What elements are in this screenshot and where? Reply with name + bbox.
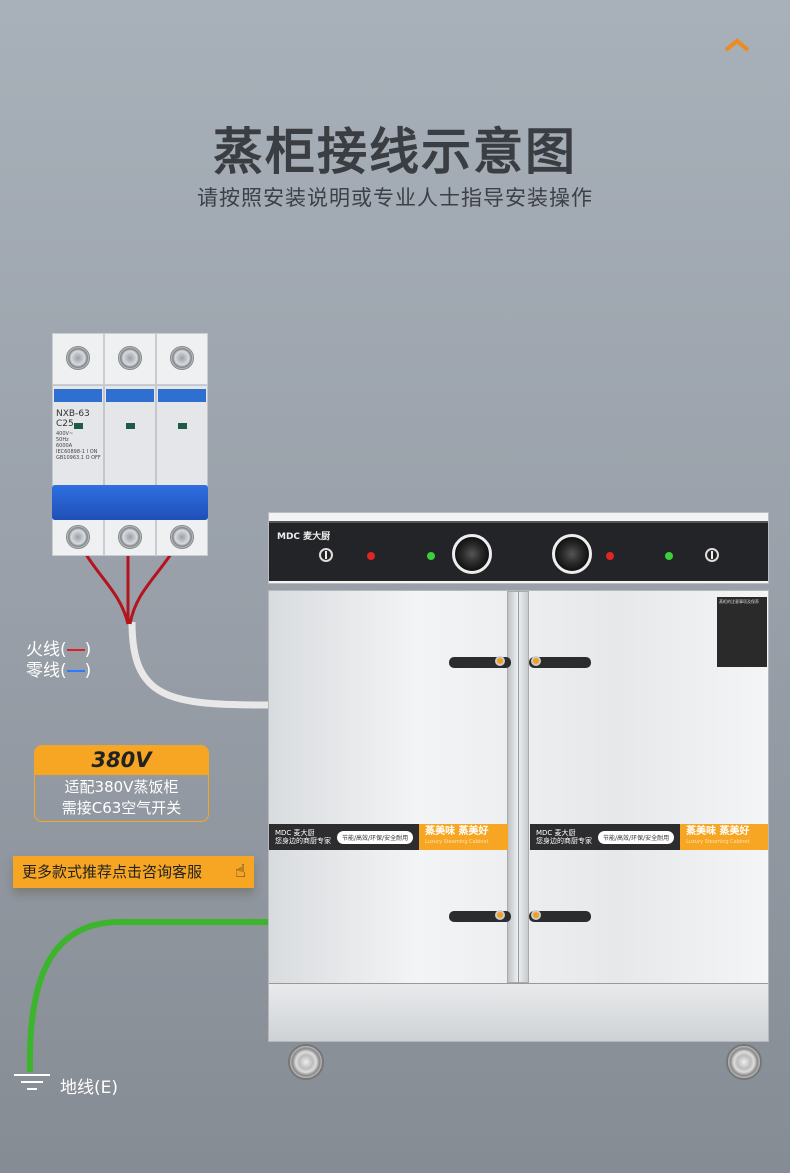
door-handle[interactable] — [529, 657, 591, 668]
door-banner: MDC 麦大厨您身边的商厨专家节能/高效/环保/安全耐用 蒸美味 蒸美好 Luxu… — [530, 824, 768, 850]
band-slogan-en: Luxury Steaming Cabinet — [425, 839, 489, 845]
ground-wire — [26, 919, 268, 1073]
breaker-off-label: O OFF — [85, 455, 101, 461]
pointing-hand-icon: ☝ — [235, 861, 246, 882]
voltage-title: 380V — [35, 746, 208, 775]
wire-legend: 火线() 零线() — [26, 640, 91, 682]
cabinet-base — [269, 983, 768, 1041]
door-handle[interactable] — [449, 657, 511, 668]
chevron-up-icon[interactable] — [724, 38, 750, 52]
voltage-line2: 需接C63空气开关 — [61, 799, 182, 817]
power-switch-right[interactable] — [705, 548, 719, 562]
paren: ) — [84, 661, 92, 681]
page-title: 蒸柜接线示意图 — [213, 123, 577, 181]
band-features: 节能/高效/环保/安全耐用 — [337, 830, 414, 844]
latch — [495, 910, 505, 920]
paren: ) — [84, 640, 92, 660]
band-features: 节能/高效/环保/安全耐用 — [598, 830, 675, 844]
band-slogan: 蒸美味 蒸美好 — [686, 826, 750, 837]
live-swatch — [66, 649, 85, 651]
breaker-spec: 400V~ — [56, 431, 74, 437]
indicator-green — [665, 552, 673, 560]
breaker-spec: 50Hz — [56, 437, 69, 443]
neutral-legend: 零线() — [26, 661, 91, 682]
caster-wheel — [726, 1044, 762, 1080]
brand-logo: MDC 麦大厨 — [277, 532, 331, 542]
ground-label: 地线(E) — [60, 1078, 119, 1098]
indicator-red — [606, 552, 614, 560]
caster-wheel — [288, 1044, 324, 1080]
door-seam — [518, 591, 519, 983]
breaker-spec: IEC60898-1 — [56, 449, 86, 455]
breaker-model: NXB-63 — [56, 409, 90, 419]
page-subtitle: 请按照安装说明或专业人士指导安装操作 — [197, 186, 593, 210]
timer-dial-left[interactable] — [452, 534, 492, 574]
breaker-on-label: I ON — [86, 449, 98, 455]
timer-dial-right[interactable] — [552, 534, 592, 574]
breaker-spec: 6000A — [56, 443, 73, 449]
door-banner: MDC 麦大厨您身边的商厨专家节能/高效/环保/安全耐用 蒸美味 蒸美好 Luxu… — [269, 824, 508, 850]
voltage-info-box: 380V 适配380V蒸饭柜需接C63空气开关 — [34, 745, 209, 822]
voltage-line1: 适配380V蒸饭柜 — [64, 778, 179, 796]
band-brand: MDC 麦大厨 — [275, 829, 315, 837]
indicator-red — [367, 552, 375, 560]
breaker-toggle — [52, 485, 208, 520]
notice-label: 蒸柜的注意事项及保养 — [717, 597, 767, 667]
live-legend: 火线() — [26, 640, 91, 661]
power-switch-left[interactable] — [319, 548, 333, 562]
more-styles-label: 更多款式推荐点击咨询客服 — [22, 863, 203, 881]
breaker-spec: GB10963.1 — [56, 455, 84, 461]
band-slogan-en: Luxury Steaming Cabinet — [686, 839, 750, 845]
latch — [531, 910, 541, 920]
indicator-green — [427, 552, 435, 560]
steam-cabinet: 蒸柜的注意事项及保养 MDC 麦大厨您身边的商厨专家节能/高效/环保/安全耐用 … — [268, 590, 769, 1042]
band-tagline: 您身边的商厨专家 — [536, 837, 592, 845]
neutral-swatch — [66, 670, 85, 672]
power-cable — [128, 621, 269, 709]
breaker-rating: C25 — [56, 419, 74, 429]
band-brand: MDC 麦大厨 — [536, 829, 576, 837]
neutral-label: 零线( — [26, 661, 67, 681]
control-panel: MDC 麦大厨 — [268, 512, 769, 584]
latch — [495, 656, 505, 666]
band-slogan: 蒸美味 蒸美好 — [425, 826, 489, 837]
more-styles-button[interactable]: 更多款式推荐点击咨询客服 ☝ — [13, 856, 254, 888]
door-handle[interactable] — [449, 911, 511, 922]
door-handle[interactable] — [529, 911, 591, 922]
band-tagline: 您身边的商厨专家 — [275, 837, 331, 845]
latch — [531, 656, 541, 666]
live-label: 火线( — [26, 640, 67, 660]
ground-icon — [14, 1074, 50, 1090]
